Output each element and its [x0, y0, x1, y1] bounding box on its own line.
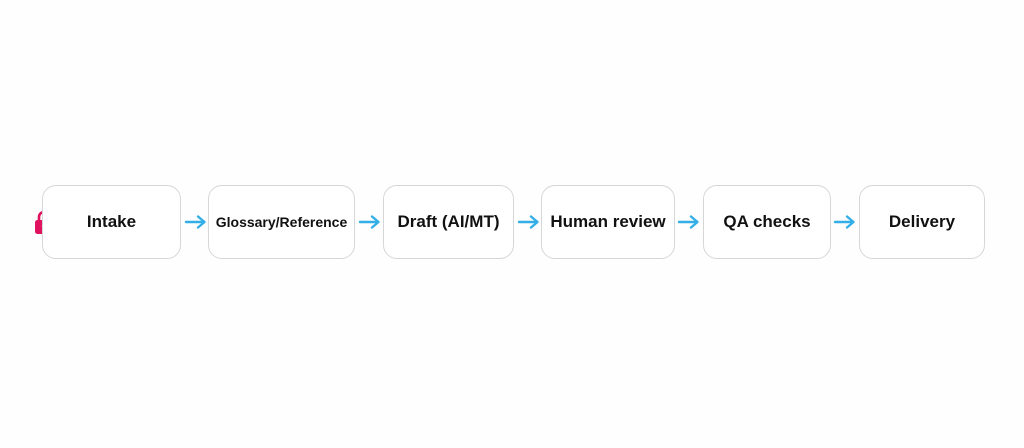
step-glossary-reference: Glossary/Reference [208, 185, 355, 259]
arrow-right-icon [184, 211, 208, 233]
step-draft-ai-mt: Draft (AI/MT) [383, 185, 514, 259]
arrow-right-icon [833, 211, 857, 233]
arrow-right-icon [517, 211, 541, 233]
arrow-right-icon [358, 211, 382, 233]
step-human-review: Human review [541, 185, 675, 259]
arrow-right-icon [677, 211, 701, 233]
step-intake: Intake [42, 185, 181, 259]
step-qa-checks-label: QA checks [723, 212, 811, 231]
step-qa-checks: QA checks [703, 185, 831, 259]
step-draft-ai-mt-label: Draft (AI/MT) [397, 212, 500, 231]
step-delivery: Delivery [859, 185, 985, 259]
step-delivery-label: Delivery [888, 212, 956, 231]
step-intake-label: Intake [86, 212, 137, 231]
step-human-review-label: Human review [550, 212, 666, 231]
step-glossary-reference-label: Glossary/Reference [215, 214, 348, 230]
